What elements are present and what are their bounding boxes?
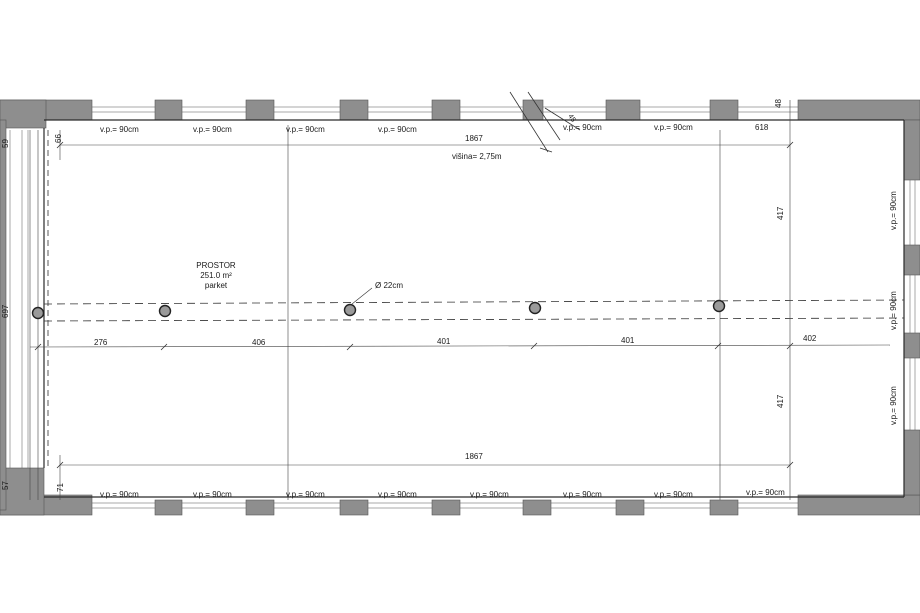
- dimension-span-4: 401: [621, 336, 635, 345]
- window-label: v.p.= 90cm: [100, 125, 139, 134]
- window-label: v.p.= 90cm: [889, 386, 898, 425]
- dimension-edge-bottom-left: 57: [1, 481, 10, 490]
- window-label: v.p.= 90cm: [563, 123, 602, 132]
- column-leader: [351, 287, 373, 305]
- right-windows: [909, 180, 916, 430]
- window-label: v.p.= 90cm: [286, 125, 325, 134]
- window-label: v.p.= 90cm: [193, 125, 232, 134]
- dimension-edge-top-left: 59: [1, 139, 10, 148]
- column-1: [31, 306, 45, 320]
- left-glazing: [9, 130, 29, 468]
- dimension-offset-top: 66: [54, 134, 63, 143]
- beam-lines: [43, 299, 905, 322]
- column-3: [343, 303, 357, 317]
- dimension-span-1: 276: [94, 338, 108, 347]
- dimension-span-3: 401: [437, 337, 451, 346]
- dimension-offset-bottom: 71: [56, 483, 65, 492]
- room-area: 251.0 m²: [200, 271, 232, 280]
- window-label: v.p.= 90cm: [100, 490, 139, 499]
- top-windows: [92, 106, 798, 113]
- dimension-right-corner: 48: [774, 99, 783, 108]
- dimension-door-angle: 45: [566, 113, 576, 123]
- window-label: v.p.= 90cm: [746, 488, 785, 497]
- window-label: v.p.= 90cm: [563, 490, 602, 499]
- dimension-width-left: 697: [1, 304, 10, 318]
- room-floor: parket: [205, 281, 228, 290]
- window-label: v.p.= 90cm: [470, 490, 509, 499]
- room-outline: [43, 119, 905, 498]
- window-label: v.p.= 90cm: [378, 490, 417, 499]
- dimension-span-5: 402: [803, 334, 817, 343]
- dimension-length-bottom: 1867: [465, 452, 483, 461]
- bottom-windows: [92, 502, 798, 509]
- dimension-bay-bottom: 417: [776, 394, 785, 408]
- dimension-right-top: 618: [755, 123, 769, 132]
- column-4: [528, 301, 542, 315]
- window-label: v.p.= 90cm: [889, 191, 898, 230]
- door-swing: [509, 91, 581, 153]
- walls: [0, 99, 920, 516]
- column-diameter-label: Ø 22cm: [375, 281, 403, 290]
- window-label: v.p.= 90cm: [378, 125, 417, 134]
- dimension-ticks: [34, 141, 794, 469]
- window-label: v.p.= 90cm: [286, 490, 325, 499]
- window-label: v.p.= 90cm: [654, 490, 693, 499]
- room-name: PROSTOR: [196, 261, 236, 270]
- dimension-length-top: 1867: [465, 134, 483, 143]
- dimension-bay-top: 417: [776, 206, 785, 220]
- bottom-piers: [154, 499, 739, 516]
- window-label: v.p.= 90cm: [654, 123, 693, 132]
- column-2: [158, 304, 172, 318]
- top-piers: [154, 99, 739, 121]
- columns: [31, 299, 726, 320]
- window-label: v.p.= 90cm: [889, 291, 898, 330]
- ceiling-height-label: višina= 2,75m: [452, 152, 502, 161]
- window-label: v.p.= 90cm: [193, 490, 232, 499]
- column-5: [712, 299, 726, 313]
- dimension-span-2: 406: [252, 338, 266, 347]
